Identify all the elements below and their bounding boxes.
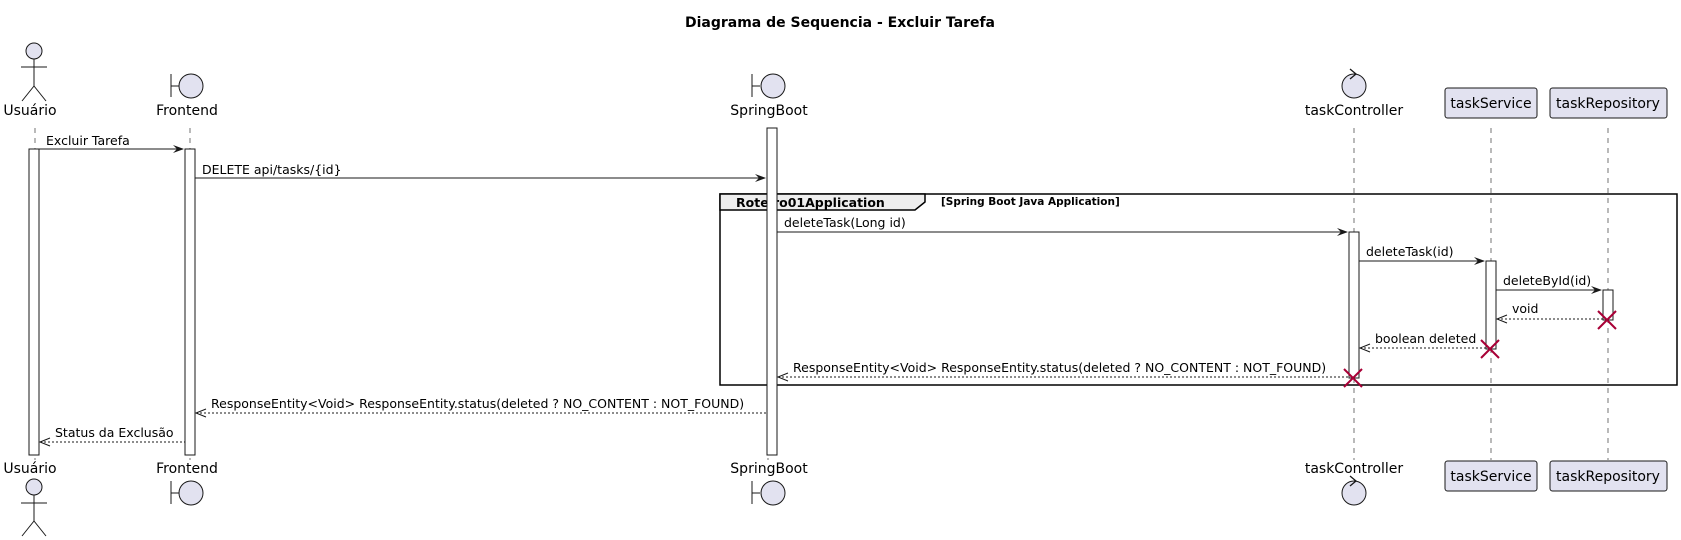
participant-springboot-top: SpringBoot	[730, 73, 808, 119]
group-name: Roteiro01Application	[736, 195, 885, 210]
participant-taskcontroller-top: taskController	[1305, 68, 1404, 119]
participant-taskservice-top: taskService	[1444, 87, 1538, 119]
message-label: void	[1512, 301, 1538, 316]
boundary-icon	[170, 480, 204, 506]
message-responseentity-springboot: ResponseEntity<Void> ResponseEntity.stat…	[194, 396, 767, 418]
message-status-exclusao: Status da Exclusão	[38, 425, 185, 447]
destroy-icon-taskrepository	[1597, 310, 1617, 330]
participant-label: Frontend	[156, 461, 218, 477]
message-label: deleteById(id)	[1503, 273, 1591, 288]
message-delete-api: DELETE api/tasks/{id}	[195, 162, 766, 182]
participant-taskrepository-top: taskRepository	[1549, 87, 1668, 119]
actor-icon	[21, 42, 47, 102]
message-void: void	[1495, 301, 1603, 324]
activation-frontend	[184, 148, 196, 456]
participant-taskrepository-bottom: taskRepository	[1549, 460, 1668, 492]
activation-taskcontroller	[1348, 231, 1360, 379]
message-excluir-tarefa: Excluir Tarefa	[39, 133, 184, 153]
participant-label: Frontend	[156, 103, 218, 119]
message-label: boolean deleted	[1375, 331, 1476, 346]
participant-label: taskRepository	[1556, 469, 1660, 485]
participant-label: taskRepository	[1556, 96, 1660, 112]
participant-usuario-top: Usuário	[3, 42, 57, 119]
control-icon	[1341, 475, 1367, 506]
activation-springboot	[766, 127, 778, 456]
boundary-icon	[170, 73, 204, 99]
message-responseentity-controller: ResponseEntity<Void> ResponseEntity.stat…	[776, 360, 1349, 382]
participant-label: taskController	[1305, 461, 1404, 477]
participant-frontend-bottom: Frontend	[156, 461, 218, 506]
participant-taskservice-bottom: taskService	[1444, 460, 1538, 492]
message-deletetask-id: deleteTask(id)	[1359, 244, 1485, 265]
activation-taskservice	[1485, 260, 1497, 350]
message-boolean-deleted: boolean deleted	[1358, 331, 1486, 353]
actor-icon	[21, 478, 47, 537]
message-deletebyid: deleteById(id)	[1496, 273, 1602, 294]
message-label: ResponseEntity<Void> ResponseEntity.stat…	[793, 360, 1326, 375]
destroy-icon-taskcontroller	[1343, 368, 1363, 388]
activation-usuario	[28, 148, 40, 456]
group-label: [Spring Boot Java Application]	[941, 196, 1120, 208]
message-label: deleteTask(Long id)	[784, 215, 906, 230]
message-deletetask-long: deleteTask(Long id)	[777, 215, 1348, 236]
participant-label: taskService	[1450, 96, 1531, 112]
message-label: Excluir Tarefa	[46, 133, 130, 148]
diagram-title: Diagrama de Sequencia - Excluir Tarefa	[685, 15, 995, 31]
participant-label: taskController	[1305, 103, 1404, 119]
participant-taskcontroller-bottom: taskController	[1305, 461, 1404, 506]
participant-springboot-bottom: SpringBoot	[730, 461, 808, 506]
message-label: ResponseEntity<Void> ResponseEntity.stat…	[211, 396, 744, 411]
participant-label: taskService	[1450, 469, 1531, 485]
message-label: DELETE api/tasks/{id}	[202, 162, 342, 177]
participant-label: Usuário	[3, 103, 56, 119]
message-label: Status da Exclusão	[55, 425, 174, 440]
boundary-icon	[751, 73, 786, 99]
destroy-icon-taskservice	[1480, 339, 1500, 359]
participant-label: Usuário	[3, 461, 56, 477]
boundary-icon	[751, 480, 786, 506]
participant-frontend-top: Frontend	[156, 73, 218, 119]
participant-usuario-bottom: Usuário	[3, 461, 57, 537]
message-label: deleteTask(id)	[1366, 244, 1454, 259]
control-icon	[1341, 68, 1367, 99]
participant-label: SpringBoot	[730, 103, 808, 119]
participant-label: SpringBoot	[730, 461, 808, 477]
